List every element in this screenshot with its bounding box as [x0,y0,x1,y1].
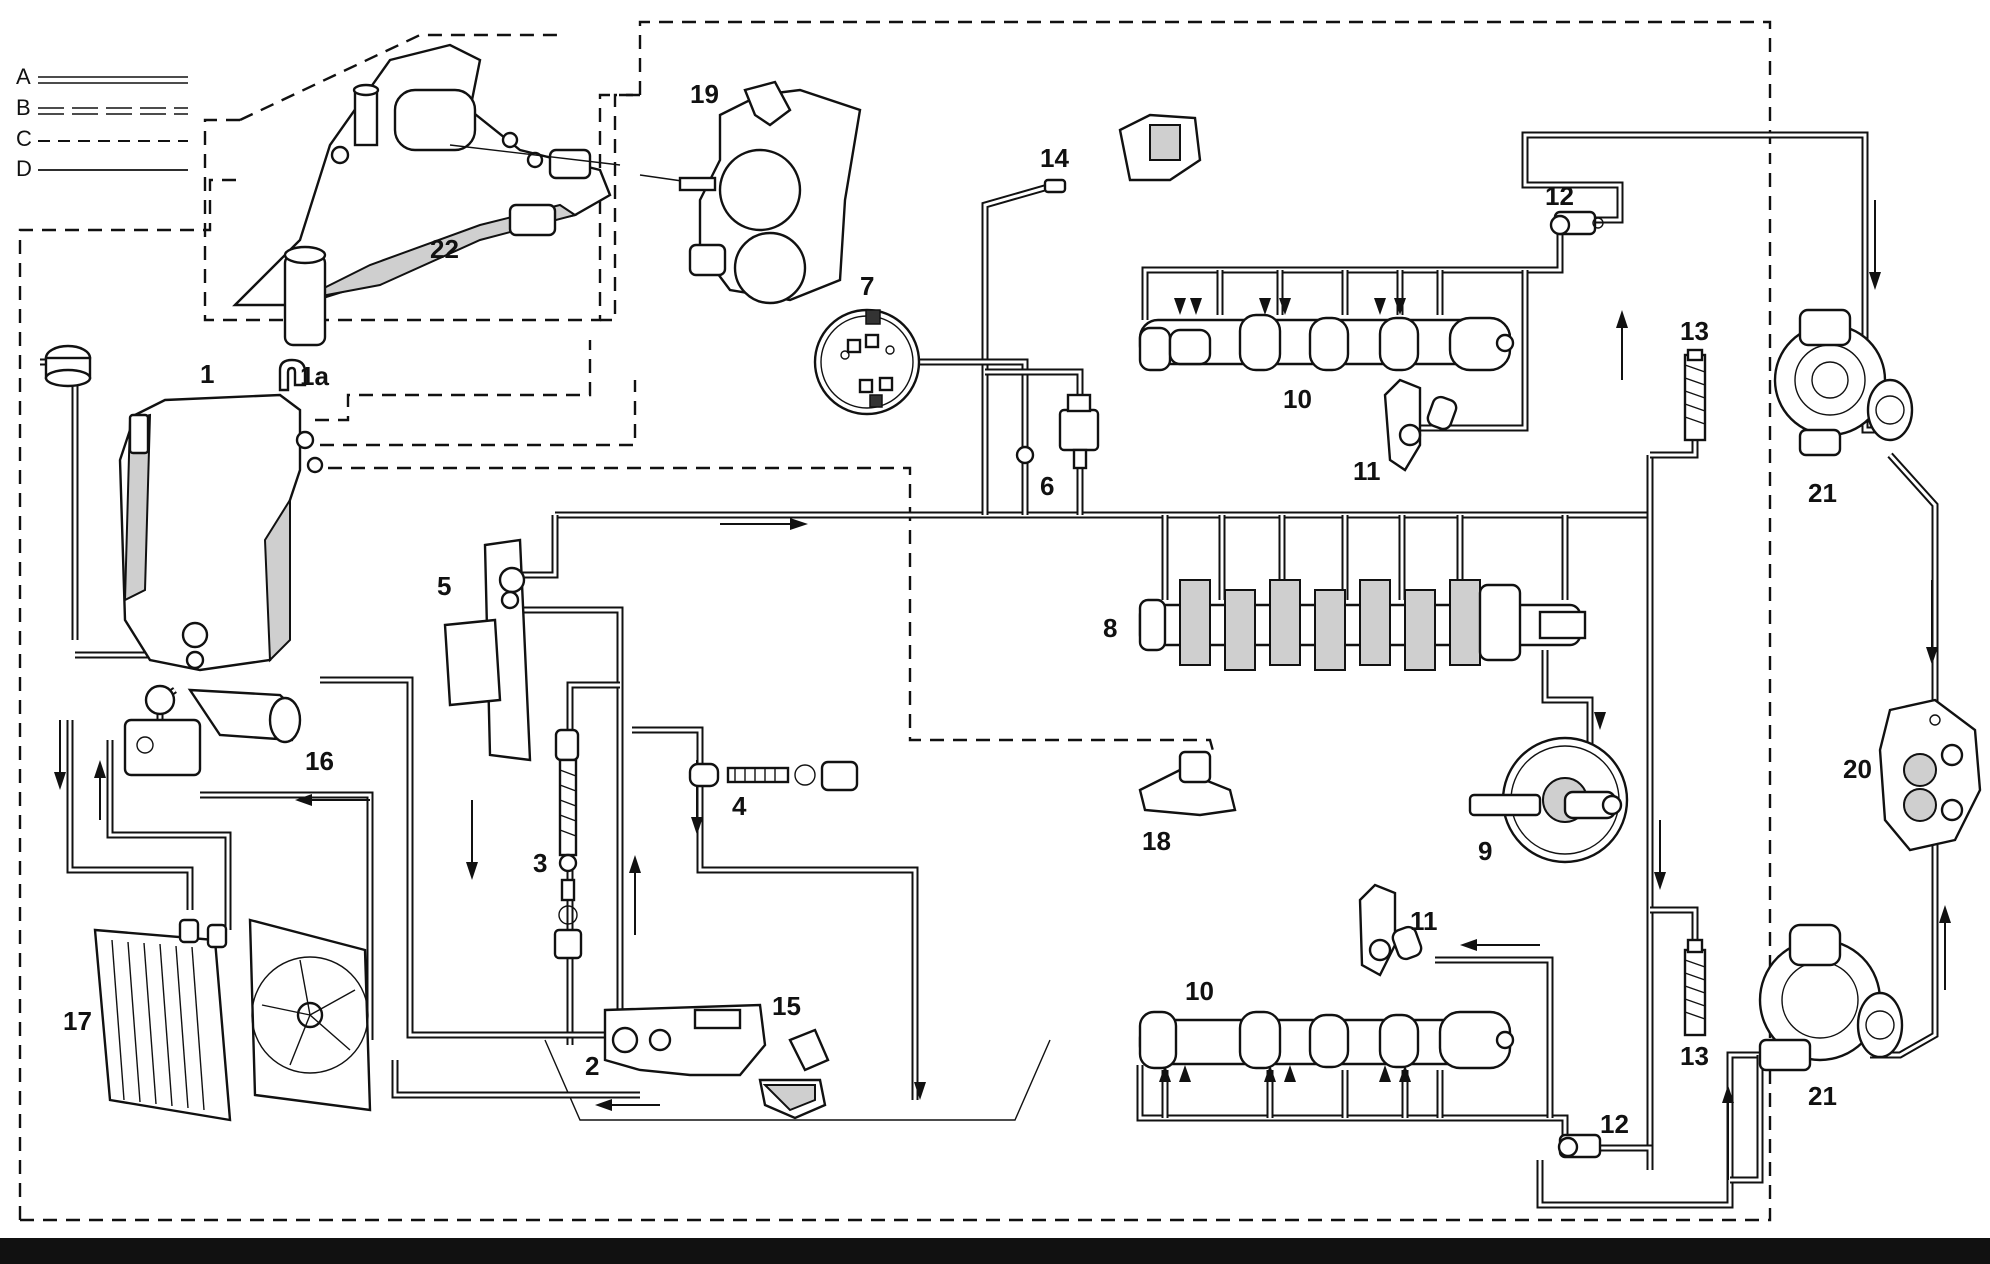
legend-key-b: B [16,95,31,120]
legend-key-c: C [16,126,32,151]
part-17-oil-cooler [93,918,232,1122]
part-19-pump-housing [639,80,862,305]
part-11-rocker-top [1383,378,1458,472]
part-7-pressure-gauge [813,308,921,416]
label-10-bottom: 10 [1185,976,1214,1006]
label-6: 6 [1040,471,1054,501]
part-18-breather [1138,750,1237,817]
legend-key-a: A [16,64,31,89]
part-9-drive-gear [1468,736,1629,864]
label-4: 4 [732,791,747,821]
label-11-top: 11 [1353,456,1381,486]
bottom-bar [0,1238,1990,1264]
label-18: 18 [1142,826,1171,856]
dashed-return-circuit [18,20,1772,1222]
part-20-scavenge-pump [1878,698,1982,852]
label-19: 19 [690,79,719,109]
flow-arrows [54,200,1951,1180]
label-1: 1 [200,359,214,389]
label-2: 2 [585,1051,599,1081]
part-8-crankshaft [1138,579,1587,671]
main-oil-gallery [520,131,1939,1209]
part-14-sensor [1043,113,1202,194]
label-1a: 1a [300,361,329,391]
label-13-bottom: 13 [1680,1041,1709,1071]
label-3: 3 [533,848,547,878]
part-3-relief-valve [553,728,583,960]
part-11-rocker-bottom [1358,883,1423,977]
label-12-top: 12 [1545,181,1574,211]
part-13-valve-spring-bottom [1683,938,1707,1037]
label-16: 16 [305,746,334,776]
label-22: 22 [430,234,459,264]
label-14: 14 [1040,143,1069,173]
part-22-oil-pan [232,43,621,347]
label-11-bottom: 11 [1410,906,1438,936]
part-13-valve-spring-top [1683,348,1707,442]
part-4-bypass-valve [688,760,859,792]
label-17: 17 [63,1006,92,1036]
label-21-bottom: 21 [1808,1081,1837,1111]
part-10-camshaft-bottom [1138,1010,1515,1070]
label-10-top: 10 [1283,384,1312,414]
part-2-oil-pump [603,1003,767,1077]
label-5: 5 [437,571,451,601]
legend: A B C D [16,64,188,181]
cooler-fan [248,918,372,1112]
part-1a-vent-pipe [278,358,307,392]
part-15-oil-strainer [758,1028,830,1120]
label-15: 15 [772,991,801,1021]
label-13-top: 13 [1680,316,1709,346]
part-10-camshaft-top [1138,313,1515,372]
part-5-filter-head [443,538,532,762]
label-12-bottom: 12 [1600,1109,1629,1139]
part-16-oil-filter [123,684,302,777]
label-20: 20 [1843,754,1872,784]
label-8: 8 [1103,613,1117,643]
part-6-pressure-switch [1015,393,1100,470]
part-12-jet-top [1549,210,1604,236]
oil-sump-outline [544,1039,1051,1121]
part-21-turbo-top [1773,308,1914,457]
part-1-oil-tank [118,393,324,672]
label-9: 9 [1478,836,1492,866]
part-12-jet-bottom [1557,1133,1602,1159]
legend-key-d: D [16,156,32,181]
callout-labels: 1 1a 2 3 4 5 6 7 8 9 10 10 11 11 12 12 1… [63,79,1872,1139]
oil-filler-cap [44,344,92,388]
label-7: 7 [860,271,874,301]
part-21-turbo-bottom [1758,923,1904,1072]
label-21-top: 21 [1808,478,1837,508]
